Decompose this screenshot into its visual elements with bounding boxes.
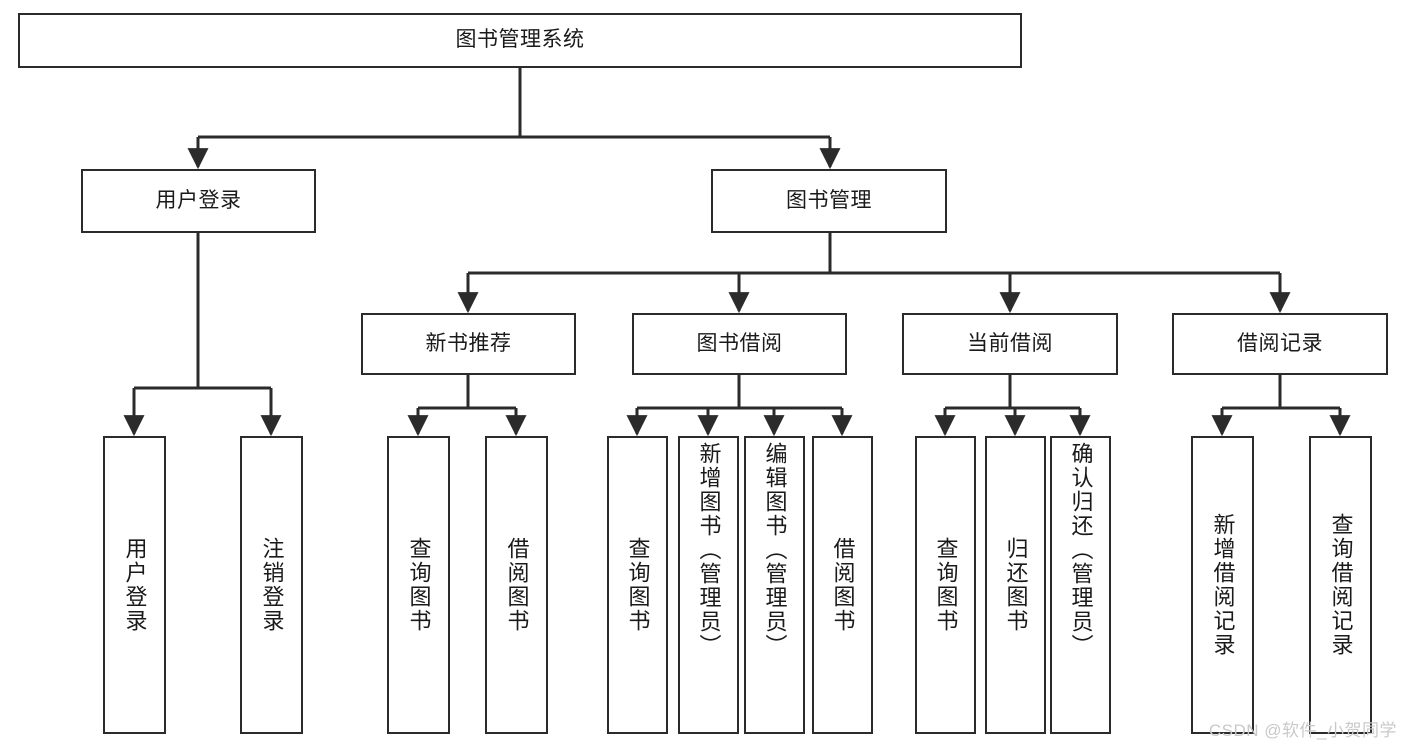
leaf-query-book-2[interactable]: 查询图书: [607, 436, 668, 734]
leaf-borrow-book-2-label: 借阅图书: [830, 537, 856, 633]
leaf-add-book[interactable]: 新增图书（管理员）: [678, 436, 739, 734]
leaf-borrow-book-1[interactable]: 借阅图书: [485, 436, 548, 734]
leaf-user-logout[interactable]: 注销登录: [240, 436, 303, 734]
leaf-add-record[interactable]: 新增借阅记录: [1191, 436, 1254, 734]
leaf-query-book-2-label: 查询图书: [625, 537, 651, 633]
leaf-query-book-1-label: 查询图书: [406, 537, 432, 633]
leaf-return-book-label: 归还图书: [1003, 537, 1029, 633]
node-book-manage[interactable]: 图书管理: [711, 169, 947, 233]
node-borrow-record[interactable]: 借阅记录: [1172, 313, 1388, 375]
leaf-confirm-return-label: 确认归还（管理员）: [1068, 442, 1094, 658]
node-root[interactable]: 图书管理系统: [18, 13, 1022, 68]
leaf-confirm-return[interactable]: 确认归还（管理员）: [1050, 436, 1111, 734]
leaf-query-book-1[interactable]: 查询图书: [387, 436, 450, 734]
node-book-borrow[interactable]: 图书借阅: [632, 313, 847, 375]
node-user-login-label: 用户登录: [155, 188, 242, 212]
node-book-borrow-label: 图书借阅: [696, 331, 783, 355]
leaf-user-login[interactable]: 用户登录: [103, 436, 166, 734]
leaf-borrow-book-1-label: 借阅图书: [504, 537, 530, 633]
leaf-add-book-label: 新增图书（管理员）: [696, 442, 722, 658]
node-root-label: 图书管理系统: [455, 28, 585, 52]
leaf-borrow-book-2[interactable]: 借阅图书: [812, 436, 873, 734]
leaf-user-login-label: 用户登录: [122, 537, 148, 633]
node-current-borrow-label: 当前借阅: [967, 331, 1053, 355]
node-book-manage-label: 图书管理: [786, 188, 872, 212]
leaf-add-record-label: 新增借阅记录: [1210, 513, 1236, 657]
leaf-edit-book-label: 编辑图书（管理员）: [762, 442, 788, 658]
node-user-login[interactable]: 用户登录: [81, 169, 316, 233]
leaf-query-record[interactable]: 查询借阅记录: [1309, 436, 1372, 734]
node-borrow-record-label: 借阅记录: [1237, 331, 1323, 355]
leaf-query-book-3[interactable]: 查询图书: [915, 436, 976, 734]
leaf-query-record-label: 查询借阅记录: [1328, 513, 1354, 657]
leaf-edit-book[interactable]: 编辑图书（管理员）: [744, 436, 805, 734]
leaf-user-logout-label: 注销登录: [259, 537, 285, 633]
node-new-book-rec[interactable]: 新书推荐: [361, 313, 576, 375]
watermark-text: CSDN @软件_小贺同学: [1208, 721, 1397, 740]
leaf-return-book[interactable]: 归还图书: [985, 436, 1046, 734]
node-new-book-rec-label: 新书推荐: [425, 331, 512, 355]
node-current-borrow[interactable]: 当前借阅: [902, 313, 1118, 375]
leaf-query-book-3-label: 查询图书: [933, 537, 959, 633]
